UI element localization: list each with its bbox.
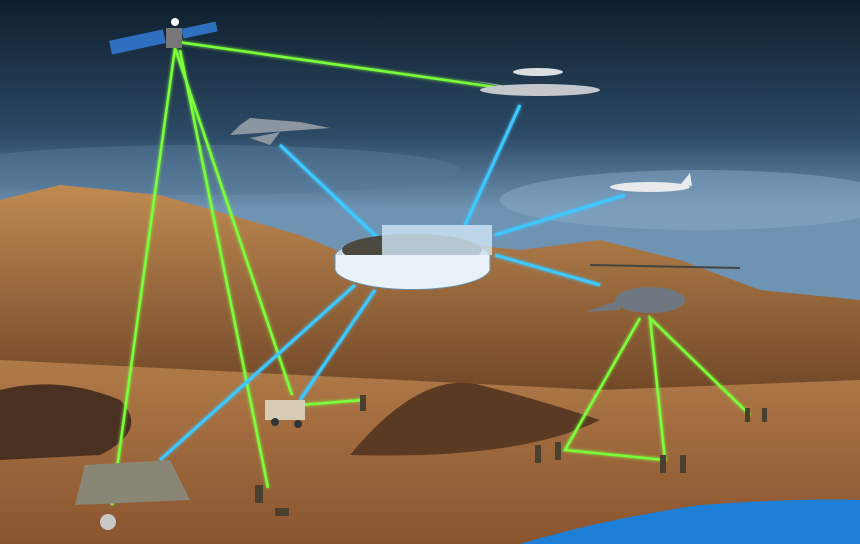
attack-helicopter <box>585 264 741 313</box>
command-tent <box>75 460 190 530</box>
green-links <box>110 40 751 506</box>
clouds <box>500 170 860 230</box>
satellite <box>109 18 218 55</box>
blue-links <box>158 104 626 462</box>
rock-left <box>0 384 132 460</box>
humvee <box>265 400 305 428</box>
water <box>520 499 860 544</box>
rock-mound <box>350 382 600 456</box>
central-ring <box>333 225 492 290</box>
clouds <box>0 145 460 195</box>
awacs-aircraft <box>470 68 610 100</box>
mountains <box>0 185 860 400</box>
soldiers <box>255 395 767 516</box>
business-jet <box>610 173 692 192</box>
fighter-jet <box>230 118 330 145</box>
